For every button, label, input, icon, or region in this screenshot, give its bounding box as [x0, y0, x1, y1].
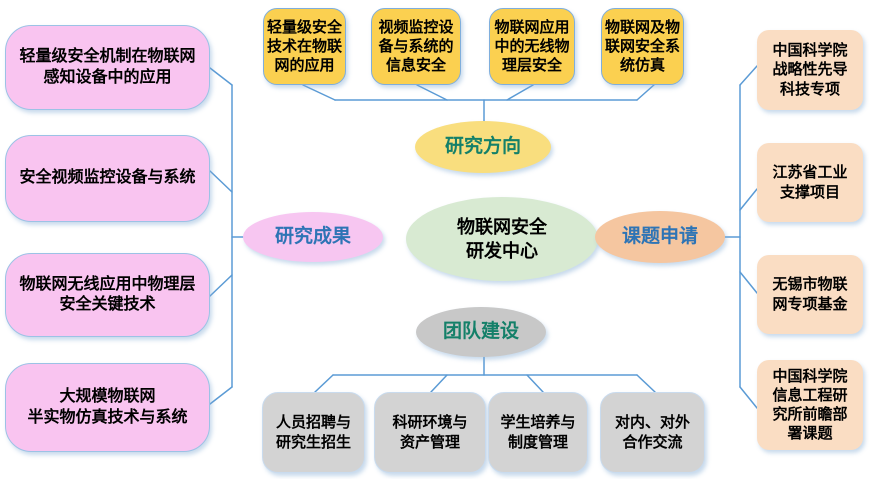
research-direction-item: 物联网及物 联网安全系 统仿真	[601, 8, 684, 85]
research-result-item: 安全视频监控设备与系统	[5, 135, 210, 222]
team-building-item: 科研环境与 资产管理	[374, 392, 486, 473]
team-building-item: 对内、对外 合作交流	[600, 392, 705, 473]
project-application-item: 无锡市物联 网专项基金	[757, 255, 863, 334]
team-building-item: 学生培养与 制度管理	[488, 392, 588, 473]
research-direction-item: 视频监控设 备与系统的 信息安全	[371, 8, 461, 85]
research-result-item: 物联网无线应用中物理层 安全关键技术	[5, 253, 210, 337]
branch-research-directions: 研究方向	[415, 121, 551, 173]
research-result-item: 轻量级安全机制在物联网 感知设备中的应用	[5, 25, 210, 110]
branch-project-applications: 课题申请	[595, 211, 725, 263]
project-application-item: 中国科学院 信息工程研 究所前瞻部 署课题	[757, 360, 863, 450]
project-application-item: 江苏省工业 支撑项目	[757, 143, 863, 222]
research-direction-item: 物联网应用 中的无线物 理层安全	[489, 8, 575, 85]
branch-research-results: 研究成果	[243, 212, 383, 262]
center-node: 物联网安全 研发中心	[406, 197, 598, 281]
research-result-item: 大规模物联网 半实物仿真技术与系统	[5, 363, 210, 452]
branch-team-building: 团队建设	[416, 307, 546, 357]
project-application-item: 中国科学院 战略性先导 科技专项	[757, 30, 863, 110]
team-building-item: 人员招聘与 研究生招生	[262, 392, 365, 473]
research-direction-item: 轻量级安全 技术在物联 网的应用	[263, 8, 346, 85]
